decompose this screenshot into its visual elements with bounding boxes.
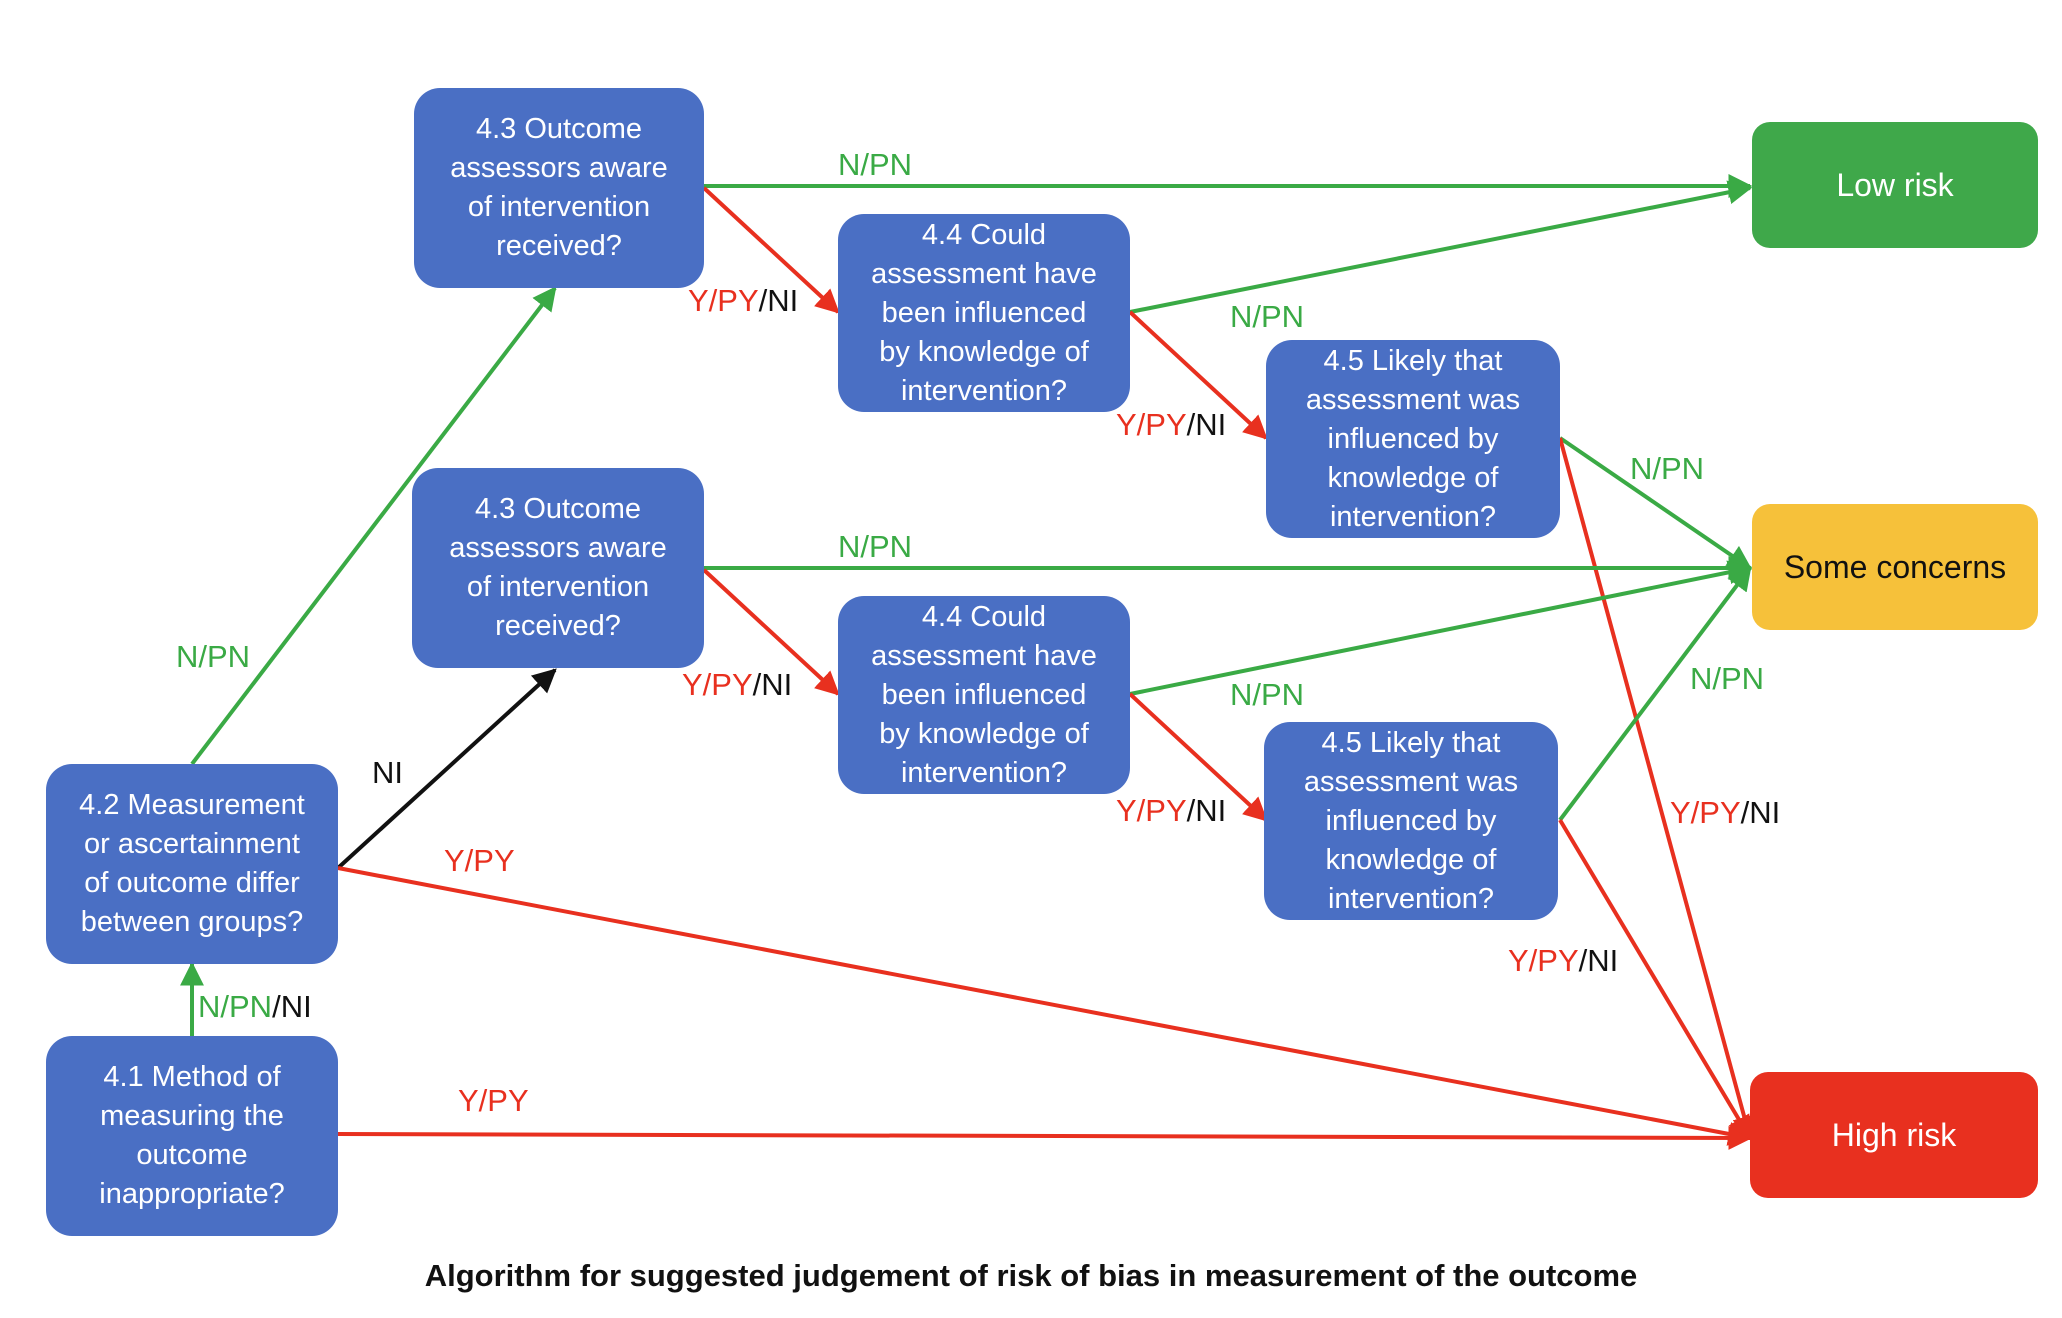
label-sep: / xyxy=(1740,795,1750,830)
label-text-y-py: Y/PY xyxy=(1116,793,1187,828)
label-sep: / xyxy=(1578,943,1588,978)
outcome-low-risk: Low risk xyxy=(1752,122,2038,248)
node-q43b: 4.3 Outcome assessors aware of intervent… xyxy=(412,468,704,668)
label-45a-to-some: N/PN xyxy=(1630,451,1705,486)
outcome-high-risk: High risk xyxy=(1750,1072,2038,1198)
label-43a-to-low: N/PN xyxy=(838,147,913,182)
label-41-to-42: N/PN/NI xyxy=(198,990,312,1024)
node-q44a: 4.4 Could assessment have been influence… xyxy=(838,214,1130,412)
label-44a-to-45a: Y/PY/NI xyxy=(1116,408,1226,442)
label-41-to-high: Y/PY xyxy=(458,1083,529,1118)
label-sep: / xyxy=(752,667,762,702)
outcome-some-concerns: Some concerns xyxy=(1752,504,2038,630)
label-45b-to-high: Y/PY/NI xyxy=(1508,944,1618,978)
arrow-45a-to-high xyxy=(1558,437,1756,1141)
arrow-41-to-high xyxy=(337,1125,1753,1150)
diagram-caption: Algorithm for suggested judgement of ris… xyxy=(424,1258,1638,1293)
label-42-to-high: Y/PY xyxy=(444,843,515,878)
arrow-44a-to-45a xyxy=(1128,310,1268,440)
node-q45a: 4.5 Likely that assessment was influence… xyxy=(1266,340,1560,538)
label-text-ni: NI xyxy=(767,283,799,318)
arrow-42-to-43b xyxy=(336,668,557,870)
label-text-y-py: Y/PY xyxy=(682,667,753,702)
label-text-y-py: Y/PY xyxy=(1116,407,1187,442)
label-43b-to-44b: Y/PY/NI xyxy=(682,668,792,702)
label-text-ni: NI xyxy=(1587,943,1619,978)
label-44a-to-low: N/PN xyxy=(1230,299,1305,334)
label-43b-to-some: N/PN xyxy=(838,529,913,564)
label-text-ni: NI xyxy=(1749,795,1781,830)
arrow-44b-to-45b xyxy=(1128,692,1268,822)
label-45a-to-high: Y/PY/NI xyxy=(1670,796,1780,830)
arrow-43a-to-44a xyxy=(702,186,840,314)
label-sep: / xyxy=(758,283,768,318)
label-text-y-py: Y/PY xyxy=(1670,795,1741,830)
arrow-45b-to-some xyxy=(1558,566,1752,822)
label-text-y-py: Y/PY xyxy=(688,283,759,318)
arrow-45b-to-high xyxy=(1558,818,1752,1141)
label-42-to-43b: NI xyxy=(372,755,403,790)
arrow-44a-to-low xyxy=(1129,180,1753,314)
arrow-45a-to-some xyxy=(1558,436,1752,570)
label-42-to-43a: N/PN xyxy=(176,639,251,674)
label-44b-to-45b: Y/PY/NI xyxy=(1116,794,1226,828)
label-45b-to-some: N/PN xyxy=(1690,661,1765,696)
label-text-ni: NI xyxy=(1195,793,1227,828)
node-q41: 4.1 Method of measuring the outcome inap… xyxy=(46,1036,338,1236)
label-text-y-py: Y/PY xyxy=(1508,943,1579,978)
label-sep: / xyxy=(1186,793,1196,828)
arrow-42-to-high xyxy=(337,866,1753,1146)
arrow-44b-to-some xyxy=(1129,560,1753,696)
label-text-ni: NI xyxy=(761,667,793,702)
node-q44b: 4.4 Could assessment have been influence… xyxy=(838,596,1130,794)
label-text-ni: NI xyxy=(280,989,312,1024)
label-sep: / xyxy=(272,989,281,1024)
arrow-42-to-43a xyxy=(190,286,557,766)
label-text-ni: NI xyxy=(1195,407,1227,442)
node-q45b: 4.5 Likely that assessment was influence… xyxy=(1264,722,1558,920)
arrow-43b-to-44b xyxy=(702,568,840,696)
node-q42: 4.2 Measurement or ascertainment of outc… xyxy=(46,764,338,964)
node-q43a: 4.3 Outcome assessors aware of intervent… xyxy=(414,88,704,288)
label-text-n-pn: N/PN xyxy=(198,989,273,1024)
label-44b-to-some: N/PN xyxy=(1230,677,1305,712)
label-sep: / xyxy=(1186,407,1196,442)
label-43a-to-44a: Y/PY/NI xyxy=(688,284,798,318)
